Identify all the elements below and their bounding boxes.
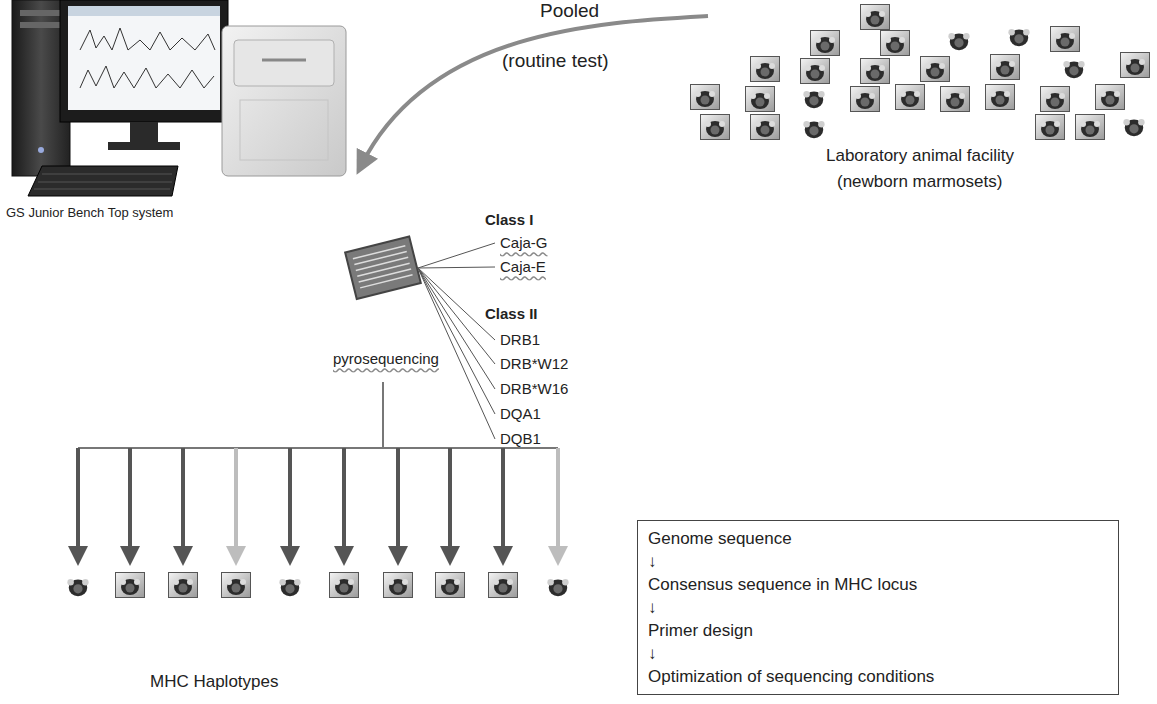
process-box: Genome sequence↓Consensus sequence in MH… (637, 520, 1119, 695)
box-text: Consensus sequence in MHC locus (648, 573, 1108, 596)
result-caption: MHC Haplotypes (150, 672, 279, 692)
locus-name: Caja-E (500, 258, 546, 276)
box-text: ↓ (648, 596, 1108, 619)
facility-caption: Laboratory animal facility (826, 146, 1014, 166)
locus-name: Caja-G (500, 234, 548, 252)
class-heading: Class II (485, 305, 538, 323)
facility-caption: (newborn marmosets) (837, 172, 1002, 192)
device-caption: GS Junior Bench Top system (6, 205, 173, 221)
box-text: Optimization of sequencing conditions (648, 665, 1108, 688)
flow-note: (routine test) (502, 50, 609, 73)
class-heading: Class I (485, 211, 533, 229)
box-text: ↓ (648, 642, 1108, 665)
box-text: Genome sequence (648, 527, 1108, 550)
locus-name: DRB*W16 (500, 380, 568, 398)
process-caption: pyrosequencing (333, 350, 439, 368)
flow-note: Pooled (540, 0, 599, 23)
locus-name: DQA1 (500, 405, 541, 423)
box-text: Primer design (648, 619, 1108, 642)
locus-name: DRB1 (500, 331, 540, 349)
locus-name: DQB1 (500, 430, 541, 448)
locus-name: DRB*W12 (500, 355, 568, 373)
box-text: ↓ (648, 550, 1108, 573)
